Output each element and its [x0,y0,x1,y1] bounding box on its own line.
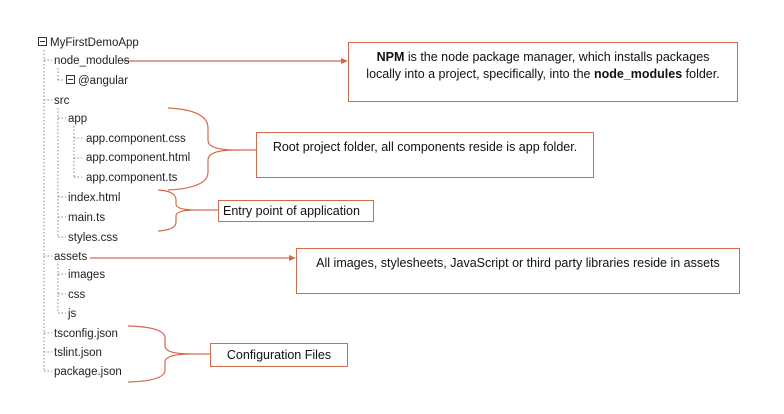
tree-images[interactable]: images [68,269,106,281]
entry-note: Entry point of application [218,200,374,222]
tree-app-html[interactable]: app.component.html [86,152,191,164]
tree-app-css[interactable]: app.component.css [86,133,186,145]
npm-bold: NPM [376,50,405,64]
collapse-icon[interactable] [66,75,75,85]
npm-text: is the node package manager, which insta… [366,50,710,81]
tree-root-label: MyFirstDemoApp [50,37,139,49]
root-folder-note: Root project folder, all components resi… [256,132,594,178]
assets-note: All images, stylesheets, JavaScript or t… [296,248,740,294]
tree-tsconfig[interactable]: tsconfig.json [54,328,118,340]
tree-src[interactable]: src [54,95,70,107]
tree-package[interactable]: package.json [54,366,122,378]
tree-css[interactable]: css [68,289,86,301]
tree-node-modules[interactable]: node_modules [54,55,130,67]
tree-js[interactable]: js [68,308,77,320]
npm-note: NPM is the node package manager, which i… [348,42,738,102]
tree-tslint[interactable]: tslint.json [54,347,102,359]
tree-app-ts[interactable]: app.component.ts [86,172,178,184]
collapse-icon[interactable] [38,37,47,47]
tree-app[interactable]: app [68,113,88,125]
npm-bold-folder: node_modules [593,67,683,81]
tree-styles-css[interactable]: styles.css [68,232,118,244]
tree-angular-label: @angular [78,75,129,87]
tree-angular[interactable]: @angular [66,74,128,88]
tree-lines [43,50,82,372]
entry-brace [157,189,197,232]
config-brace [127,325,193,383]
tree-index-html[interactable]: index.html [68,192,121,204]
tree-main-ts[interactable]: main.ts [68,212,106,224]
tree-assets[interactable]: assets [54,251,88,263]
config-note: Configuration Files [210,343,348,367]
app-brace [167,107,237,191]
npm-text-end: folder. [682,67,720,81]
tree-root[interactable]: MyFirstDemoApp [38,36,139,50]
